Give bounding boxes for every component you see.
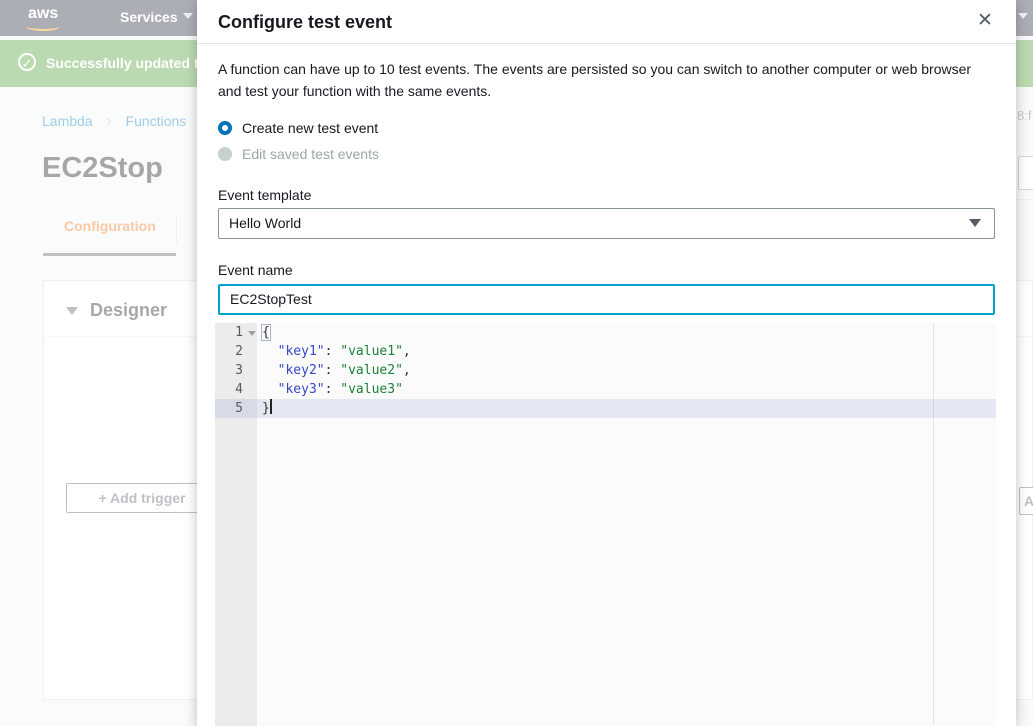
json-key: "key2": [277, 363, 325, 378]
json-value: "value2": [340, 363, 403, 378]
radio-selected-icon[interactable]: [218, 121, 232, 135]
editor-gutter: 1 2 3 4 5: [215, 323, 257, 726]
code-line[interactable]: "key2": "value2",: [257, 361, 996, 380]
colon: :: [324, 363, 341, 378]
indent: [262, 382, 278, 397]
active-line-highlight: [215, 399, 996, 418]
code-line[interactable]: {: [257, 323, 996, 342]
modal-header: Configure test event ✕: [197, 0, 1016, 44]
editor-print-margin: [933, 323, 934, 726]
line-number: 4: [235, 382, 243, 397]
code-line[interactable]: "key1": "value1",: [257, 342, 996, 361]
json-value: "value1": [340, 344, 403, 359]
radio-edit-saved-test-events[interactable]: Edit saved test events: [218, 146, 379, 162]
radio-disabled-icon[interactable]: [218, 147, 232, 161]
modal-description: A function can have up to 10 test events…: [218, 61, 972, 99]
colon: :: [324, 382, 341, 397]
json-code-editor[interactable]: 1 2 3 4 5 { "key1": "value1", "key2": "v…: [215, 323, 996, 726]
text-cursor: [269, 399, 272, 414]
line-number: 5: [235, 401, 243, 416]
indent: [262, 344, 278, 359]
line-number: 2: [235, 344, 243, 359]
line-number: 1: [235, 325, 243, 340]
configure-test-event-modal: Configure test event ✕ A function can ha…: [197, 0, 1016, 726]
event-name-input[interactable]: EC2StopTest: [218, 284, 995, 315]
radio-create-label: Create new test event: [242, 120, 379, 136]
indent: [262, 363, 278, 378]
radio-edit-label: Edit saved test events: [242, 146, 379, 162]
radio-create-new-test-event[interactable]: Create new test event: [218, 120, 378, 136]
open-brace: {: [261, 324, 271, 341]
code-line[interactable]: }: [257, 399, 996, 418]
modal-title: Configure test event: [218, 12, 393, 32]
code-line[interactable]: "key3": "value3": [257, 380, 996, 399]
event-template-label: Event template: [218, 187, 312, 203]
dropdown-arrow-icon: [969, 219, 981, 227]
line-number: 3: [235, 363, 243, 378]
close-icon[interactable]: ✕: [977, 10, 993, 31]
code-fold-arrow-icon[interactable]: [248, 331, 256, 336]
close-brace: }: [262, 401, 270, 416]
event-template-value: Hello World: [229, 215, 302, 231]
json-key: "key3": [277, 382, 325, 397]
json-key: "key1": [277, 344, 325, 359]
comma: ,: [402, 344, 411, 359]
json-value: "value3": [340, 382, 403, 397]
event-name-label: Event name: [218, 262, 293, 278]
colon: :: [324, 344, 341, 359]
event-template-select[interactable]: Hello World: [218, 208, 995, 239]
comma: ,: [402, 363, 411, 378]
event-name-value: EC2StopTest: [230, 291, 312, 307]
